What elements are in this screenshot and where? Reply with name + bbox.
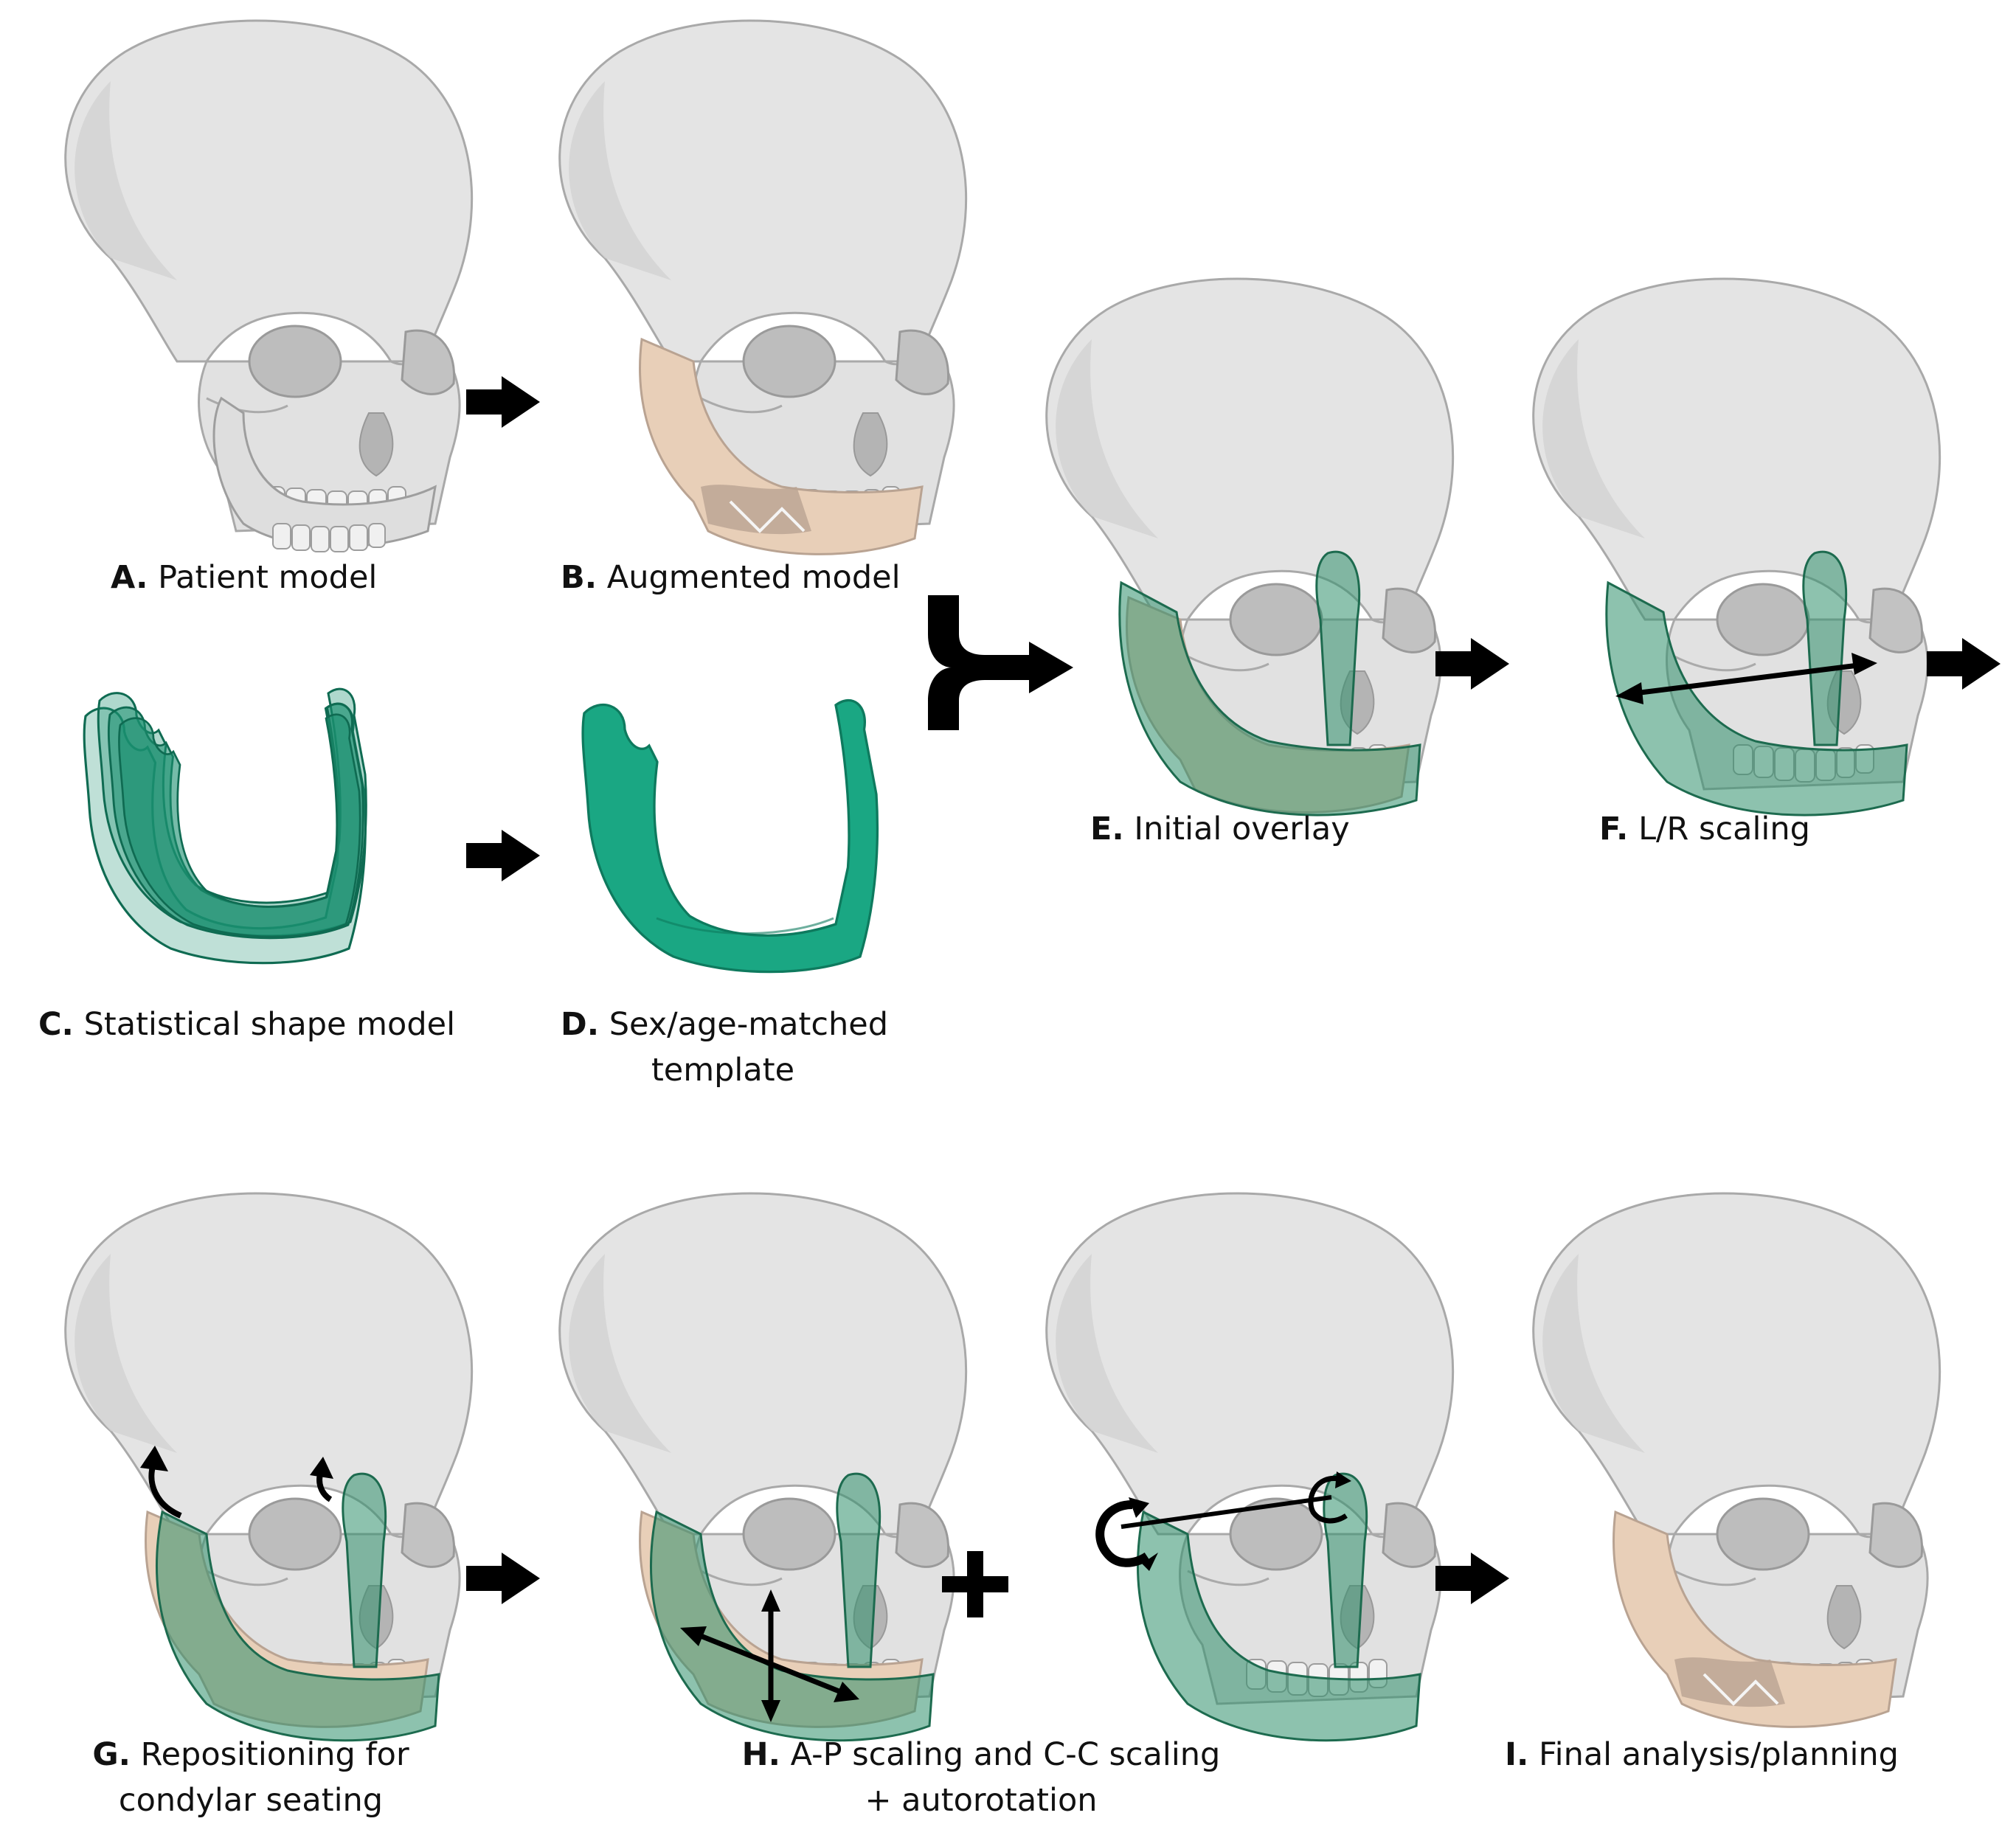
panel-d-template-mandible	[581, 698, 879, 974]
caption-b-letter: B.	[561, 559, 597, 596]
caption-b-text: Augmented model	[606, 559, 901, 596]
arrow-right-icon	[1435, 638, 1509, 690]
caption-b: B. Augmented model	[561, 555, 901, 600]
skull-icon	[558, 19, 968, 533]
panel-b-augmented-skull	[558, 19, 968, 555]
caption-a: A. Patient model	[111, 555, 377, 600]
caption-g-text-1: Repositioning for	[140, 1736, 409, 1773]
arrow-right-icon	[1927, 638, 2001, 690]
caption-d-text-1: Sex/age-matched	[609, 1006, 888, 1043]
panel-h-autorotation	[1045, 1192, 1455, 1742]
panel-i-final-planning	[1532, 1192, 1941, 1728]
caption-g-text-2: condylar seating	[118, 1782, 384, 1819]
skull-icon	[1045, 277, 1455, 791]
caption-e-text: Initial overlay	[1134, 811, 1350, 847]
caption-i: I. Final analysis/planning	[1505, 1732, 1899, 1778]
caption-g: G. Repositioning for condylar seating	[74, 1732, 428, 1823]
skull-icon	[64, 19, 474, 533]
caption-i-letter: I.	[1505, 1736, 1529, 1773]
merge-arrow-icon	[928, 595, 1073, 730]
caption-c-text: Statistical shape model	[83, 1006, 456, 1043]
caption-h-letter: H.	[741, 1736, 780, 1773]
skull-icon	[1045, 1192, 1455, 1705]
caption-h-text-1: A-P scaling and C-C scaling	[790, 1736, 1221, 1773]
rotation-arrow-icon	[1095, 1476, 1348, 1567]
caption-h: H. A-P scaling and C-C scaling + autorot…	[723, 1732, 1239, 1823]
panel-f-lr-scaling	[1532, 277, 1941, 816]
arrow-right-icon	[466, 830, 540, 881]
panel-e-initial-overlay	[1045, 277, 1455, 816]
panel-h-ap-cc-scaling	[558, 1192, 968, 1742]
skull-icon	[1532, 1192, 1941, 1705]
arrow-right-icon	[466, 1553, 540, 1604]
skull-icon	[1532, 277, 1941, 791]
mandible-template-icon	[581, 698, 879, 974]
caption-c-letter: C.	[38, 1006, 74, 1043]
caption-e-letter: E.	[1090, 811, 1124, 847]
caption-e: E. Initial overlay	[1090, 806, 1350, 852]
skull-icon	[64, 1192, 474, 1705]
caption-a-letter: A.	[111, 559, 148, 596]
caption-a-text: Patient model	[158, 559, 378, 596]
caption-f-letter: F.	[1599, 811, 1629, 847]
caption-f: F. L/R scaling	[1599, 806, 1810, 852]
scaling-arrow-icon	[1615, 653, 1877, 704]
caption-i-text: Final analysis/planning	[1539, 1736, 1899, 1773]
plus-icon	[942, 1551, 1008, 1617]
caption-f-text: L/R scaling	[1638, 811, 1810, 847]
panel-a-patient-skull	[64, 19, 474, 552]
caption-d: D. Sex/age-matched template	[561, 1002, 888, 1093]
panel-g-condylar-seating	[64, 1192, 474, 1742]
arrow-right-icon	[466, 376, 540, 428]
scaling-arrow-icon	[680, 1589, 859, 1722]
panel-c-statistical-shape-model	[83, 687, 367, 965]
caption-h-text-2: + autorotation	[865, 1782, 1098, 1819]
arrow-right-icon	[1435, 1553, 1509, 1604]
skull-icon	[558, 1192, 968, 1705]
caption-g-letter: G.	[92, 1736, 131, 1773]
caption-d-text-2: template	[651, 1052, 795, 1089]
caption-d-letter: D.	[561, 1006, 600, 1043]
caption-c: C. Statistical shape model	[38, 1002, 455, 1047]
